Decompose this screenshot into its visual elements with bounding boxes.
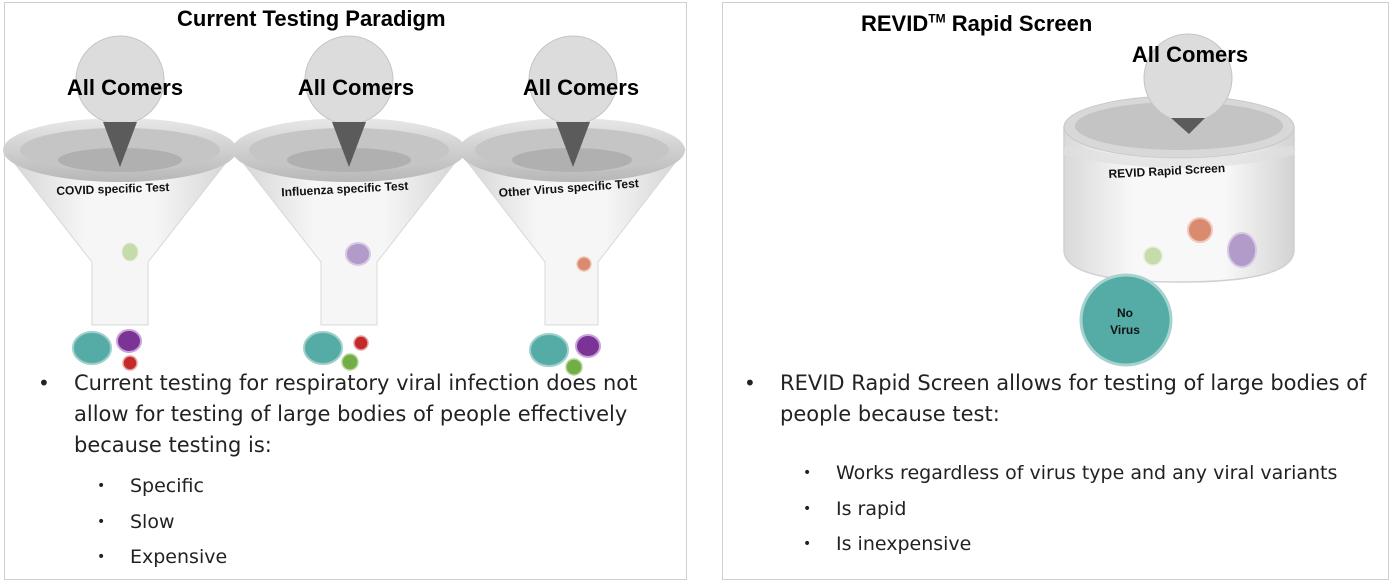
revid-rapid-screen: All Comers REVID Rapid Screen No Virus	[1062, 33, 1296, 367]
virus-dot	[116, 329, 142, 353]
funnel-covid: All Comers COVID specific Test	[2, 35, 238, 371]
test-label: COVID specific Test	[56, 180, 170, 198]
funnel-influenza: All Comers Influenza specific Test	[231, 35, 467, 371]
sub-bullet-item: Expensive	[34, 540, 674, 576]
virus-dot	[121, 242, 139, 262]
no-virus-label: No	[1117, 306, 1133, 320]
virus-dot	[1227, 232, 1257, 268]
all-comers-label: All Comers	[523, 75, 639, 100]
screen-label: REVID Rapid Screen	[1108, 161, 1225, 181]
all-comers-label: All Comers	[1132, 42, 1248, 67]
down-arrow-icon	[332, 122, 366, 167]
down-arrow-icon	[103, 122, 137, 167]
funnel-other-virus: All Comers Other Virus specific Test	[456, 35, 687, 376]
all-comers-label: All Comers	[298, 75, 414, 100]
virus-dot	[1143, 246, 1163, 266]
sub-bullet-item: Specific	[34, 469, 674, 505]
current-testing-title: Current Testing Paradigm	[177, 6, 446, 31]
virus-dot	[72, 331, 112, 365]
no-virus-label: Virus	[1110, 323, 1140, 337]
all-comers-label: All Comers	[67, 75, 183, 100]
virus-dot	[303, 331, 343, 365]
test-label: Influenza specific Test	[281, 179, 409, 200]
virus-dot	[353, 335, 369, 351]
sub-bullet-item: Works regardless of virus type and any v…	[740, 456, 1380, 492]
trademark-mark: TM	[928, 11, 946, 26]
sub-bullet-item: Slow	[34, 505, 674, 541]
revid-title: REVIDTM Rapid Screen	[861, 11, 1093, 36]
no-virus-circle	[1079, 273, 1173, 367]
current-testing-bullets: Current testing for respiratory viral in…	[34, 368, 674, 576]
bullet-item: Current testing for respiratory viral in…	[34, 368, 674, 576]
revid-bullets: REVID Rapid Screen allows for testing of…	[740, 368, 1380, 563]
sub-bullet-item: Is inexpensive	[740, 527, 1380, 563]
down-arrow-icon	[556, 122, 590, 167]
sub-bullet-item: Is rapid	[740, 492, 1380, 528]
virus-dot	[576, 256, 592, 272]
bullet-item: REVID Rapid Screen allows for testing of…	[740, 368, 1380, 563]
virus-dot	[345, 242, 371, 266]
down-arrow-icon	[1171, 118, 1205, 134]
virus-dot	[575, 334, 601, 358]
virus-dot	[529, 333, 569, 367]
virus-dot	[1187, 217, 1213, 243]
